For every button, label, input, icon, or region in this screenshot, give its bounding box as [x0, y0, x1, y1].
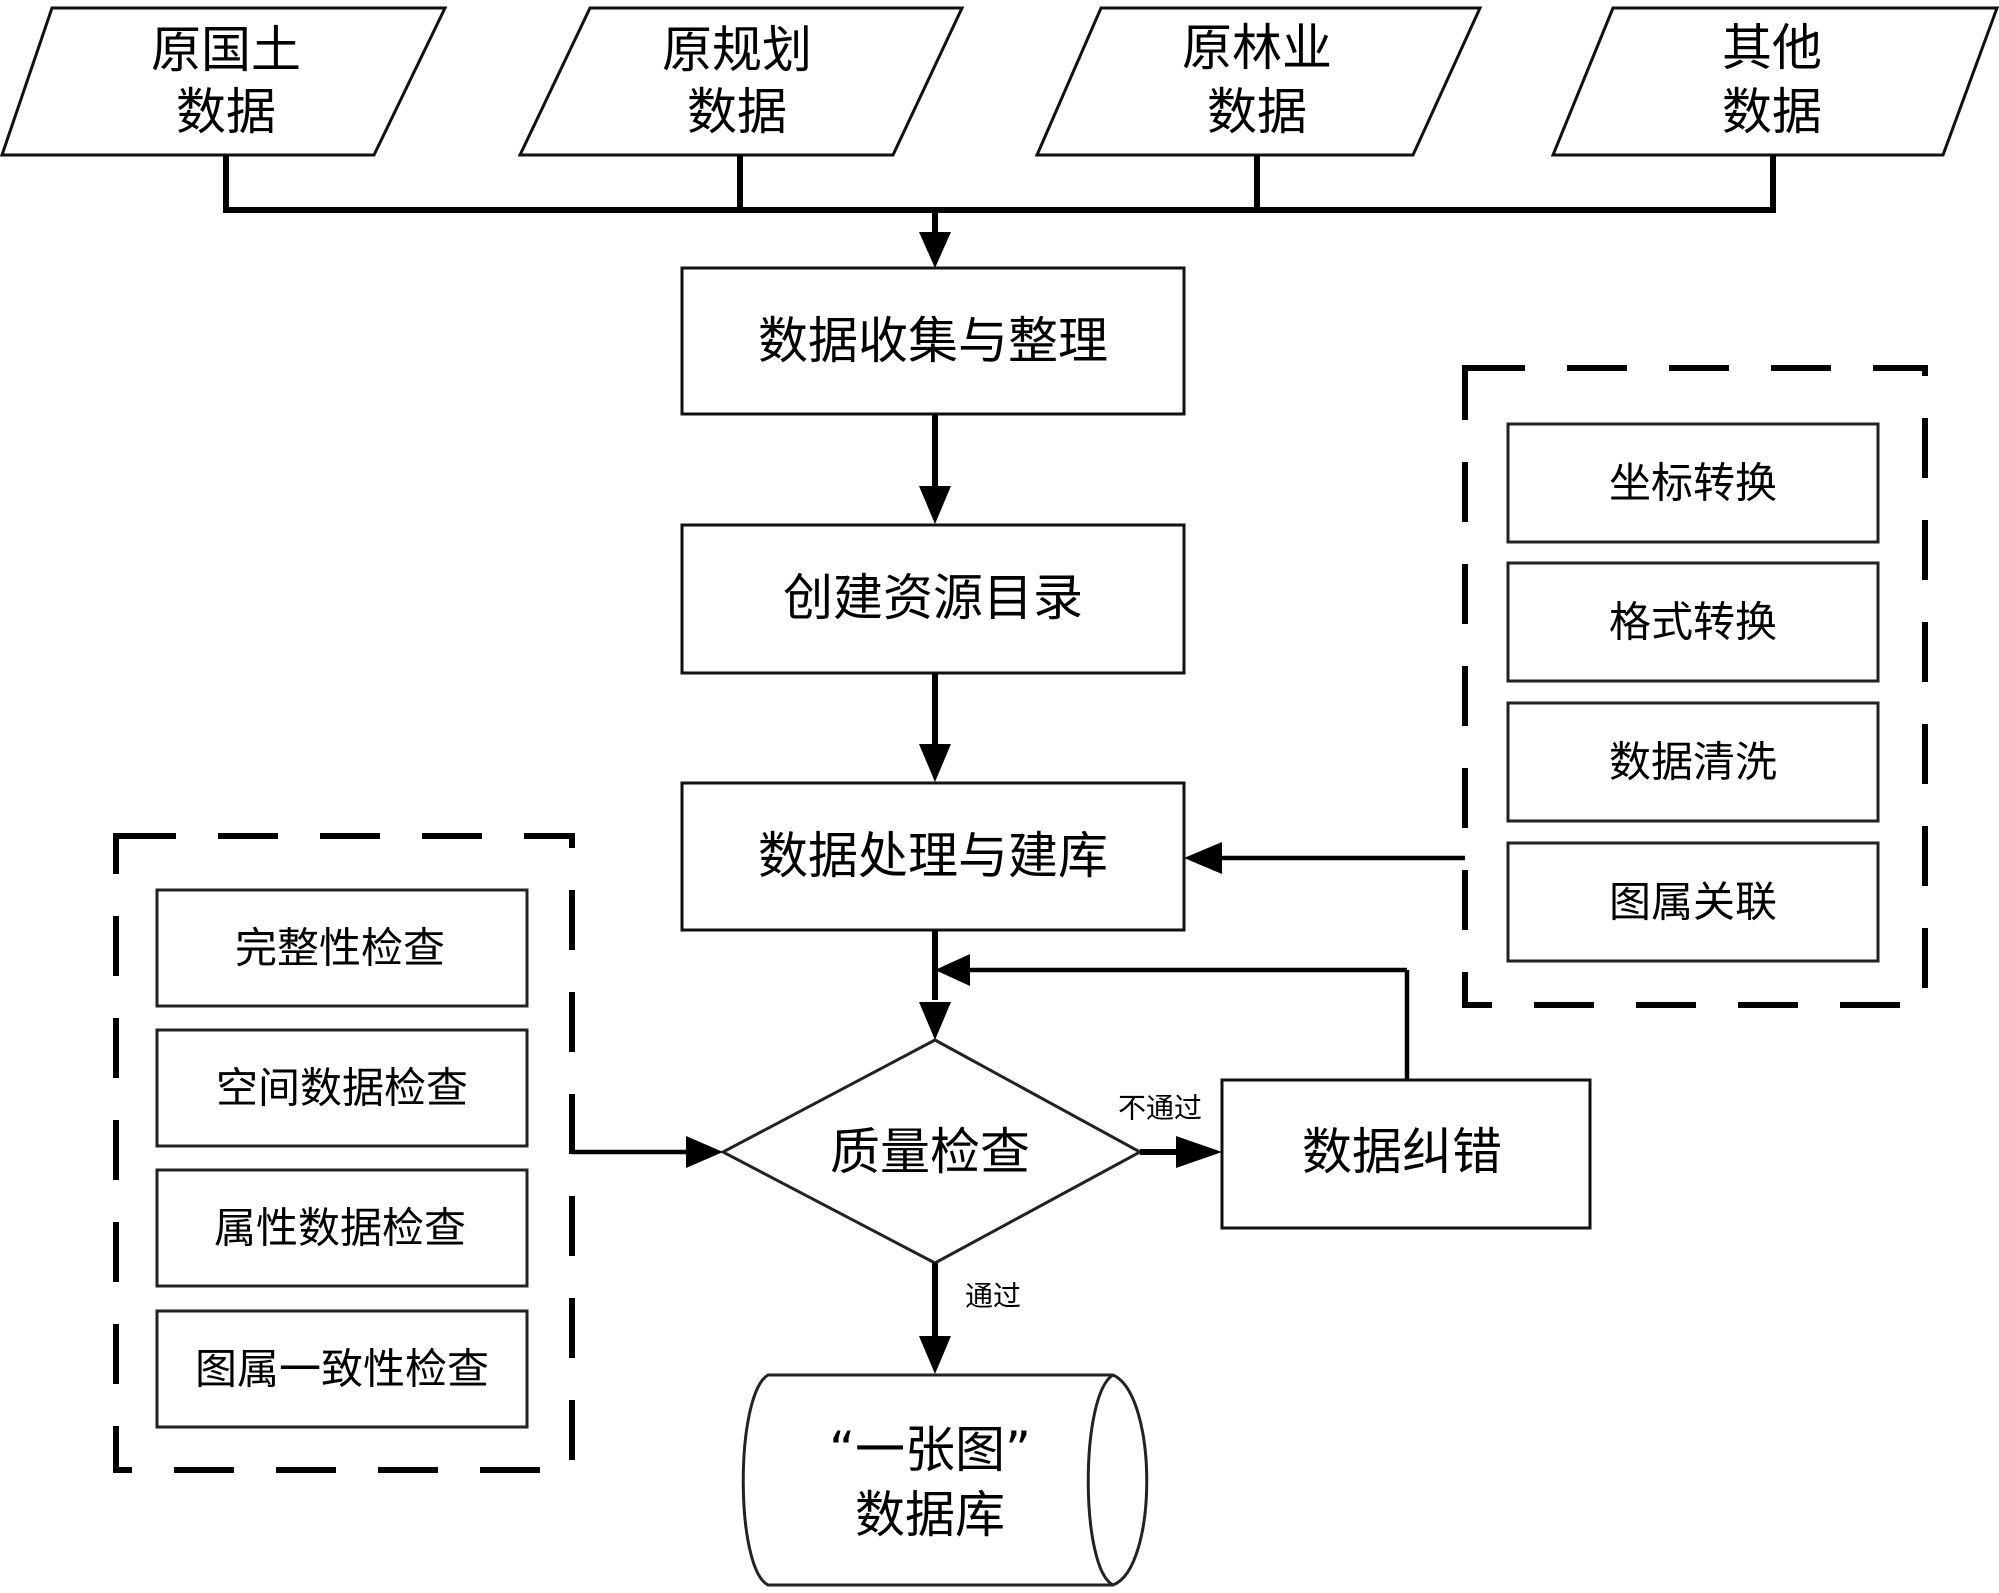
- edge-label-fail: 不通过: [1118, 1092, 1202, 1125]
- check-item-label: 完整性检查: [235, 924, 445, 973]
- arrow-head: [919, 232, 951, 268]
- step-collect: 数据收集与整理: [680, 266, 1186, 416]
- step-catalog: 创建资源目录: [680, 523, 1186, 675]
- database-one-map: “一张图” 数据库: [741, 1373, 1149, 1587]
- source-label-line1: 原国土: [151, 21, 301, 79]
- arrow-head: [919, 1002, 951, 1040]
- processing-item: 格式转换: [1506, 561, 1880, 683]
- check-group: 完整性检查 空间数据检查 属性数据检查 图属一致性检查: [113, 833, 575, 1473]
- source-node-planning: 原规划 数据: [517, 6, 965, 157]
- processing-item-label: 坐标转换: [1609, 459, 1777, 508]
- arrow-head: [686, 1136, 723, 1168]
- source-label-line2: 数据: [1207, 83, 1307, 141]
- decision-quality-check: 质量检查: [719, 1038, 1144, 1265]
- step-label: 创建资源目录: [783, 569, 1083, 627]
- source-label-line1: 其他: [1722, 19, 1822, 77]
- check-item: 完整性检查: [155, 888, 529, 1008]
- check-item: 空间数据检查: [155, 1028, 529, 1148]
- step-process: 数据处理与建库: [680, 781, 1186, 932]
- database-label-line1: “一张图”: [829, 1421, 1031, 1479]
- processing-item: 坐标转换: [1506, 422, 1880, 544]
- source-label-line1: 原规划: [662, 21, 812, 79]
- processing-item: 数据清洗: [1506, 701, 1880, 823]
- source-label-line2: 数据: [1722, 83, 1822, 141]
- arrow-head: [919, 486, 951, 524]
- check-item: 属性数据检查: [155, 1168, 529, 1288]
- source-node-forestry: 原林业 数据: [1034, 6, 1483, 157]
- step-label: 数据处理与建库: [758, 827, 1108, 885]
- source-label-line1: 原林业: [1182, 19, 1332, 77]
- processing-item-label: 数据清洗: [1609, 738, 1777, 787]
- arrow-head: [919, 1336, 951, 1374]
- processing-item: 图属关联: [1506, 841, 1880, 963]
- arrow-head: [1176, 1136, 1222, 1168]
- source-node-land: 原国土 数据: [0, 6, 448, 157]
- source-label-line2: 数据: [176, 83, 276, 141]
- step-label: 数据纠错: [1302, 1123, 1502, 1181]
- check-item-label: 图属一致性检查: [195, 1345, 489, 1394]
- processing-item-label: 图属关联: [1609, 878, 1777, 927]
- check-item: 图属一致性检查: [155, 1309, 529, 1429]
- decision-label: 质量检查: [830, 1123, 1030, 1181]
- step-correction: 数据纠错: [1220, 1078, 1592, 1230]
- arrow-head: [919, 744, 951, 782]
- processing-group: 坐标转换 格式转换 数据清洗 图属关联: [1462, 365, 1928, 1008]
- check-item-label: 空间数据检查: [216, 1064, 468, 1113]
- database-label-line2: 数据库: [855, 1486, 1005, 1544]
- arrow-head: [935, 954, 970, 986]
- arrow-head: [1184, 842, 1222, 874]
- processing-item-label: 格式转换: [1609, 598, 1777, 647]
- source-label-line2: 数据: [687, 83, 787, 141]
- source-node-other: 其他 数据: [1550, 6, 1999, 157]
- edge-label-pass: 通过: [965, 1280, 1021, 1313]
- step-label: 数据收集与整理: [758, 312, 1108, 370]
- check-item-label: 属性数据检查: [214, 1204, 466, 1253]
- source-merge-connector: [223, 155, 1776, 268]
